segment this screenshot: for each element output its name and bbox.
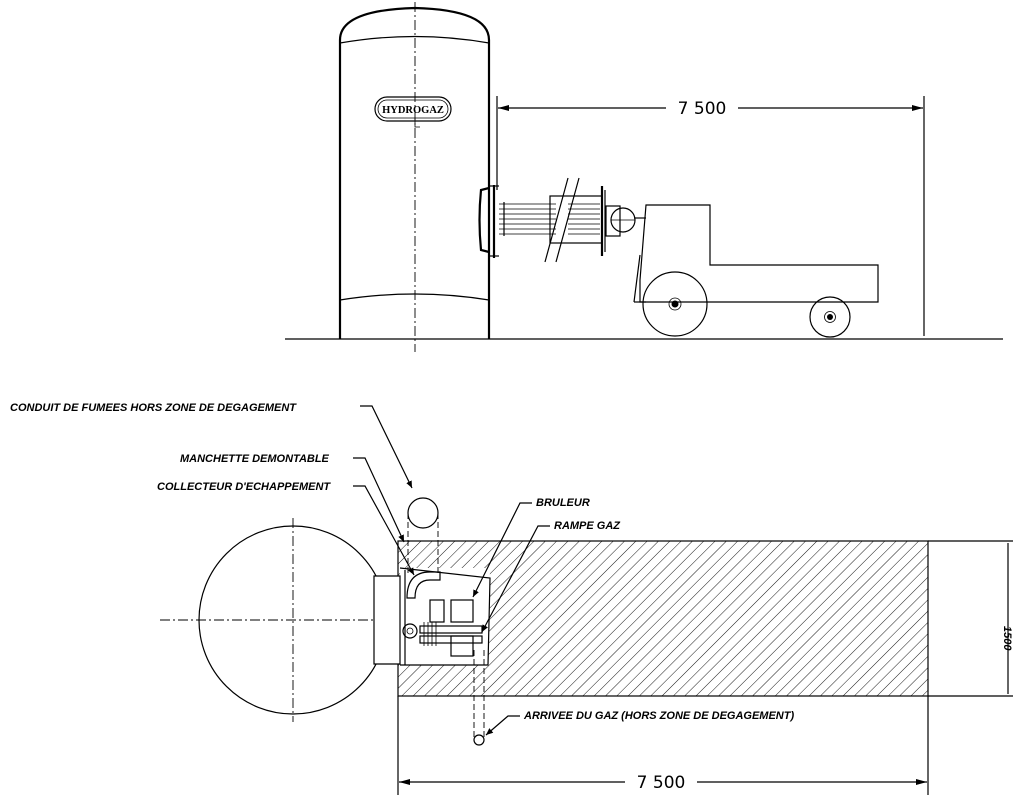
label-conduit: CONDUIT DE FUMEES HORS ZONE DE DEGAGEMEN… <box>10 402 297 414</box>
clearance-zone: 1500 <box>397 540 1013 697</box>
leader-manchette <box>353 457 405 543</box>
label-rampe: RAMPE GAZ <box>554 520 621 532</box>
label-manchette: MANCHETTE DEMONTABLE <box>180 453 330 465</box>
handling-trolley <box>633 204 879 338</box>
burner-flange <box>478 185 499 258</box>
leader-collecteur <box>353 485 415 576</box>
burner-tube <box>499 177 606 263</box>
logo-text: HYDROGAZ <box>382 105 444 116</box>
burner-head <box>605 205 646 237</box>
burner-plan <box>373 567 491 666</box>
bottom-dimension: 7 500 <box>397 696 929 795</box>
label-arrivee: ARRIVEE DU GAZ (HORS ZONE DE DEGAGEMENT) <box>523 710 794 722</box>
boiler-tank <box>338 2 491 352</box>
top-dimension: 7 500 <box>496 96 925 336</box>
top-dimension-value: 7 500 <box>678 99 727 119</box>
leader-rampe <box>481 525 550 633</box>
hydrogaz-logo: HYDROGAZ <box>374 96 452 128</box>
rear-wheel <box>809 296 851 338</box>
bottom-dimension-value: 7 500 <box>637 773 686 793</box>
plan-view: 1500 <box>10 402 1013 795</box>
leader-arrivee <box>485 715 520 736</box>
label-collecteur: COLLECTEUR D'ECHAPPEMENT <box>157 481 331 493</box>
svg-text:1500: 1500 <box>1001 626 1013 651</box>
leader-conduit <box>360 405 413 489</box>
gas-inlet-pipe <box>473 650 485 746</box>
side-elevation-view: HYDROGAZ <box>285 2 1003 352</box>
leader-bruleur <box>472 502 532 598</box>
label-bruleur: BRULEUR <box>536 497 590 509</box>
front-wheel <box>642 271 708 337</box>
tank-plan-circle <box>160 518 405 722</box>
flue-duct <box>407 497 439 575</box>
